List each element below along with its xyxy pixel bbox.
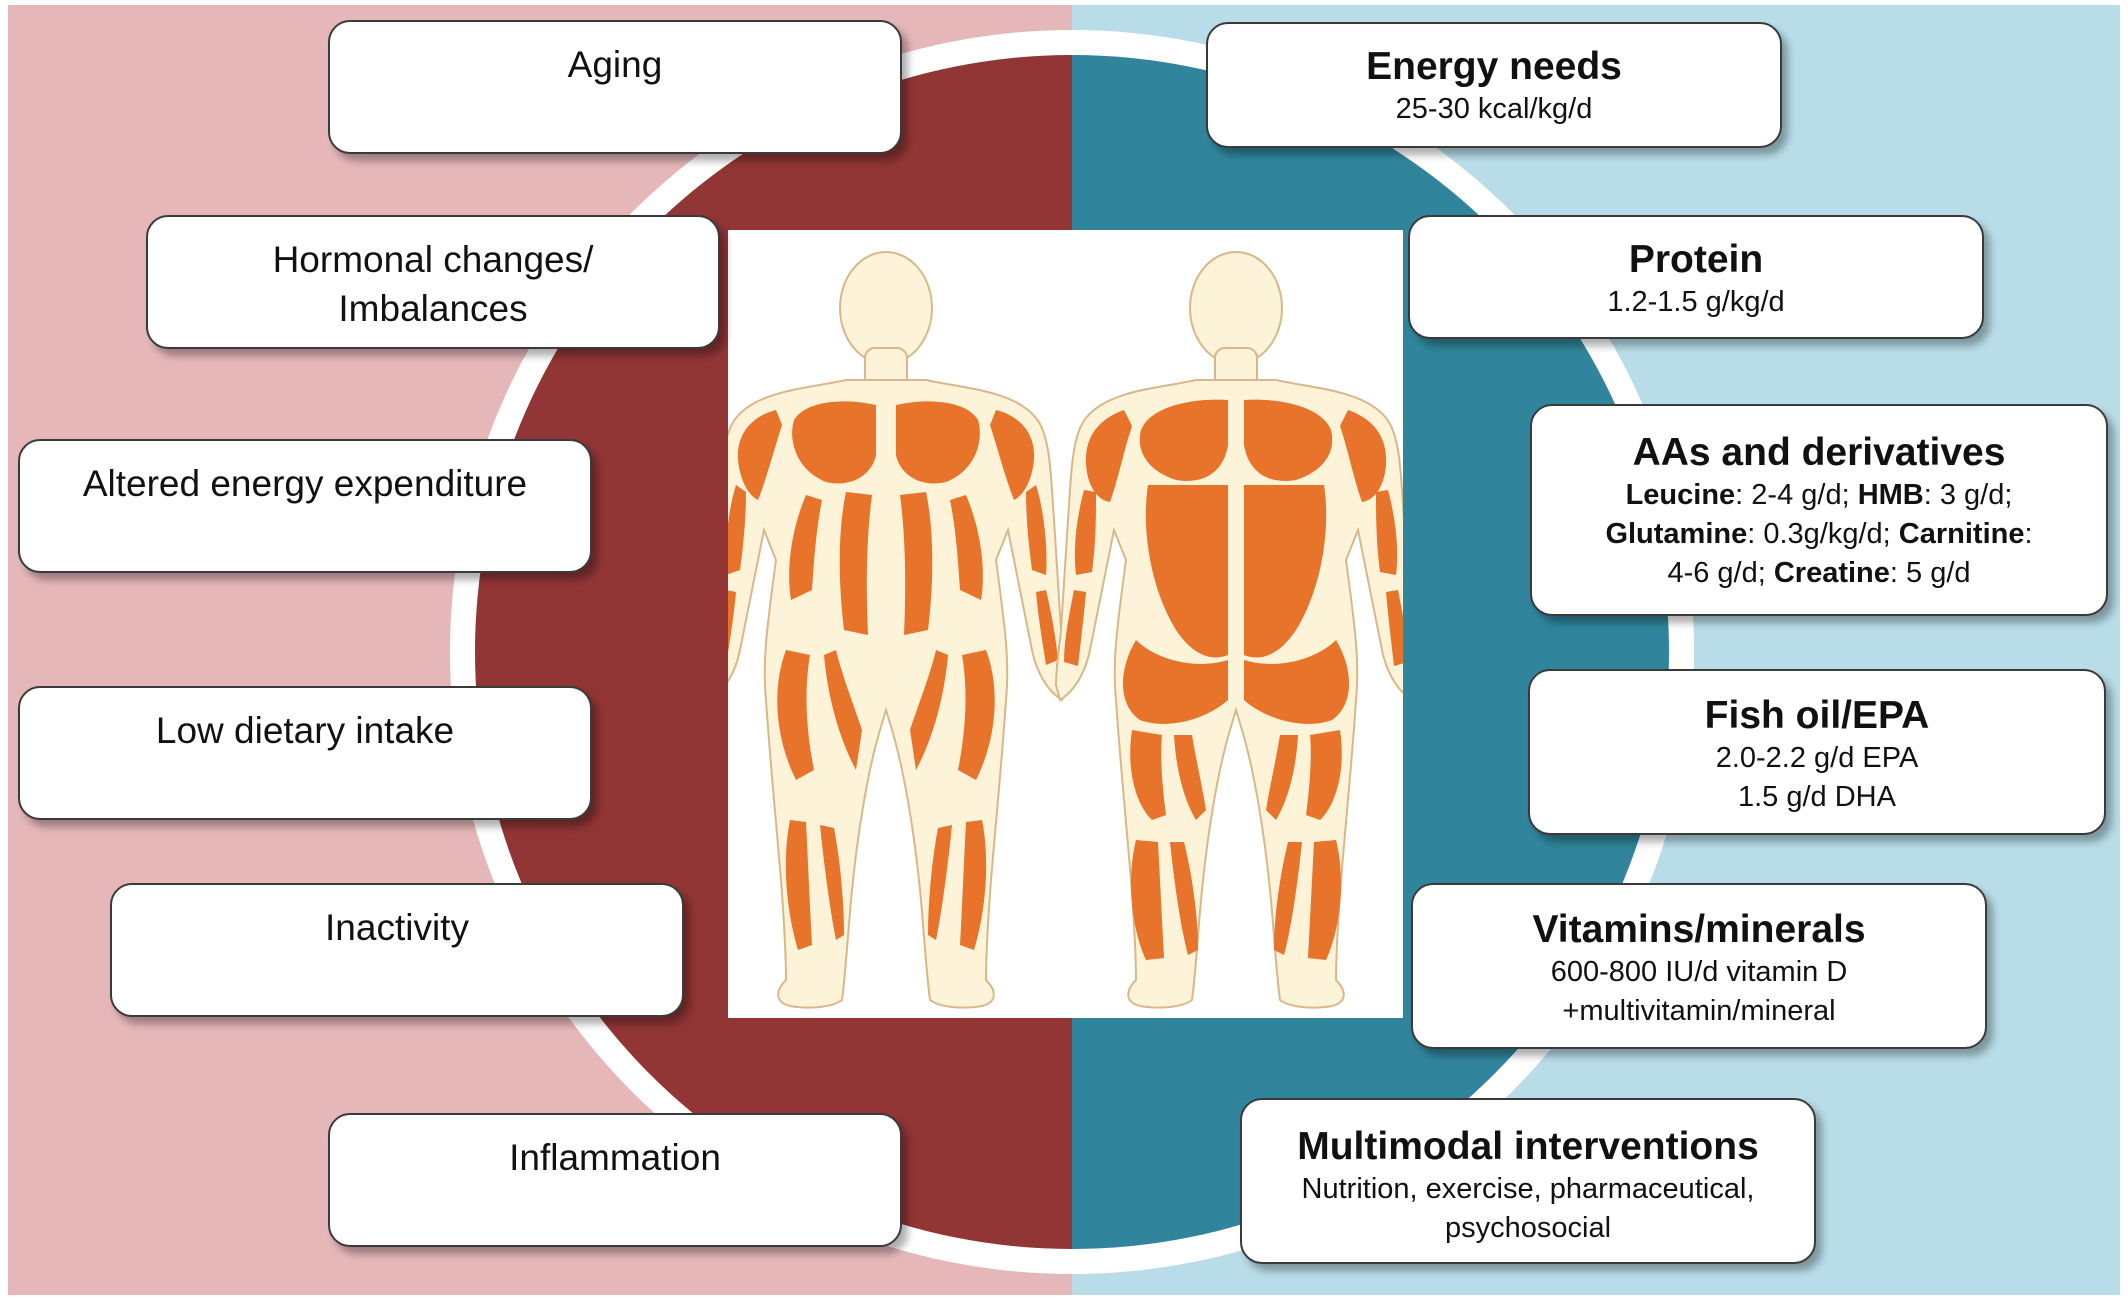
aa-value-glutamine: : 0.3g/kg/d; [1747,518,1899,550]
aa-term-creatine: Creatine [1773,557,1890,589]
back-body-muscle-icon [1055,251,1403,1009]
intervention-detail: 25-30 kcal/kg/d [1395,93,1593,125]
intervention-title: Multimodal interventions [1297,1125,1759,1168]
cause-box-low-dietary-intake: Low dietary intake [18,686,592,820]
aa-line: Leucine: 2-4 g/d; HMB: 3 g/d; [1532,476,2106,515]
cause-box-inflammation: Inflammation [328,1113,902,1247]
aa-term-glutamine: Glutamine [1605,518,1748,550]
intervention-detail: psychosocial [1444,1212,1612,1244]
cause-box-hormonal-changes: Hormonal changes/ Imbalances [146,215,720,349]
aa-value-hmb: : 3 g/d; [1923,479,2013,511]
intervention-box-protein: Protein 1.2-1.5 g/kg/d [1408,215,1984,339]
cause-label: Aging [567,44,663,85]
cause-label: Altered energy expenditure [82,463,528,504]
cause-box-inactivity: Inactivity [110,883,684,1017]
intervention-title: Energy needs [1366,45,1622,88]
aa-value-leucine: : 2-4 g/d; [1735,479,1858,511]
front-body-muscle-icon [728,251,1067,1009]
intervention-box-energy-needs: Energy needs 25-30 kcal/kg/d [1206,22,1782,148]
aa-term-carnitine: Carnitine [1898,518,2025,550]
intervention-box-aas-and-derivatives: AAs and derivatives Leucine: 2-4 g/d; HM… [1530,404,2108,616]
intervention-title: Fish oil/EPA [1704,694,1930,737]
intervention-detail: 600-800 IU/d vitamin D [1550,956,1848,988]
cause-box-altered-energy-expenditure: Altered energy expenditure [18,439,592,573]
intervention-box-vitamins-minerals: Vitamins/minerals 600-800 IU/d vitamin D… [1411,883,1987,1049]
aa-value-carnitine: : [2024,518,2033,550]
intervention-title: Protein [1628,238,1764,281]
figure-panel [728,230,1403,1018]
intervention-detail: 1.5 g/d DHA [1738,781,1896,813]
aa-term-leucine: Leucine [1625,479,1736,511]
intervention-detail: Nutrition, exercise, pharmaceutical, [1301,1173,1755,1205]
intervention-box-fish-oil-epa: Fish oil/EPA 2.0-2.2 g/d EPA 1.5 g/d DHA [1528,669,2106,835]
cause-label: Low dietary intake [155,710,455,751]
aa-line: Glutamine: 0.3g/kg/d; Carnitine: [1532,515,2106,554]
cause-label: Hormonal changes/ [272,239,594,280]
intervention-box-multimodal-interventions: Multimodal interventions Nutrition, exer… [1240,1098,1816,1264]
aa-line: 4-6 g/d; Creatine: 5 g/d [1532,554,2106,593]
intervention-title: AAs and derivatives [1632,431,2006,474]
intervention-detail: 1.2-1.5 g/kg/d [1607,286,1785,318]
aa-value-carnitine-dose: 4-6 g/d; [1667,557,1774,589]
cause-label: Inactivity [325,907,469,948]
intervention-detail: +multivitamin/mineral [1562,995,1836,1027]
cause-box-aging: Aging [328,20,902,154]
cause-label: Inflammation [509,1137,721,1178]
aa-term-hmb: HMB [1857,479,1924,511]
intervention-title: Vitamins/minerals [1532,908,1866,951]
cause-label: Imbalances [338,288,528,329]
aa-value-creatine: : 5 g/d [1889,557,1971,589]
intervention-detail: 2.0-2.2 g/d EPA [1715,742,1919,774]
